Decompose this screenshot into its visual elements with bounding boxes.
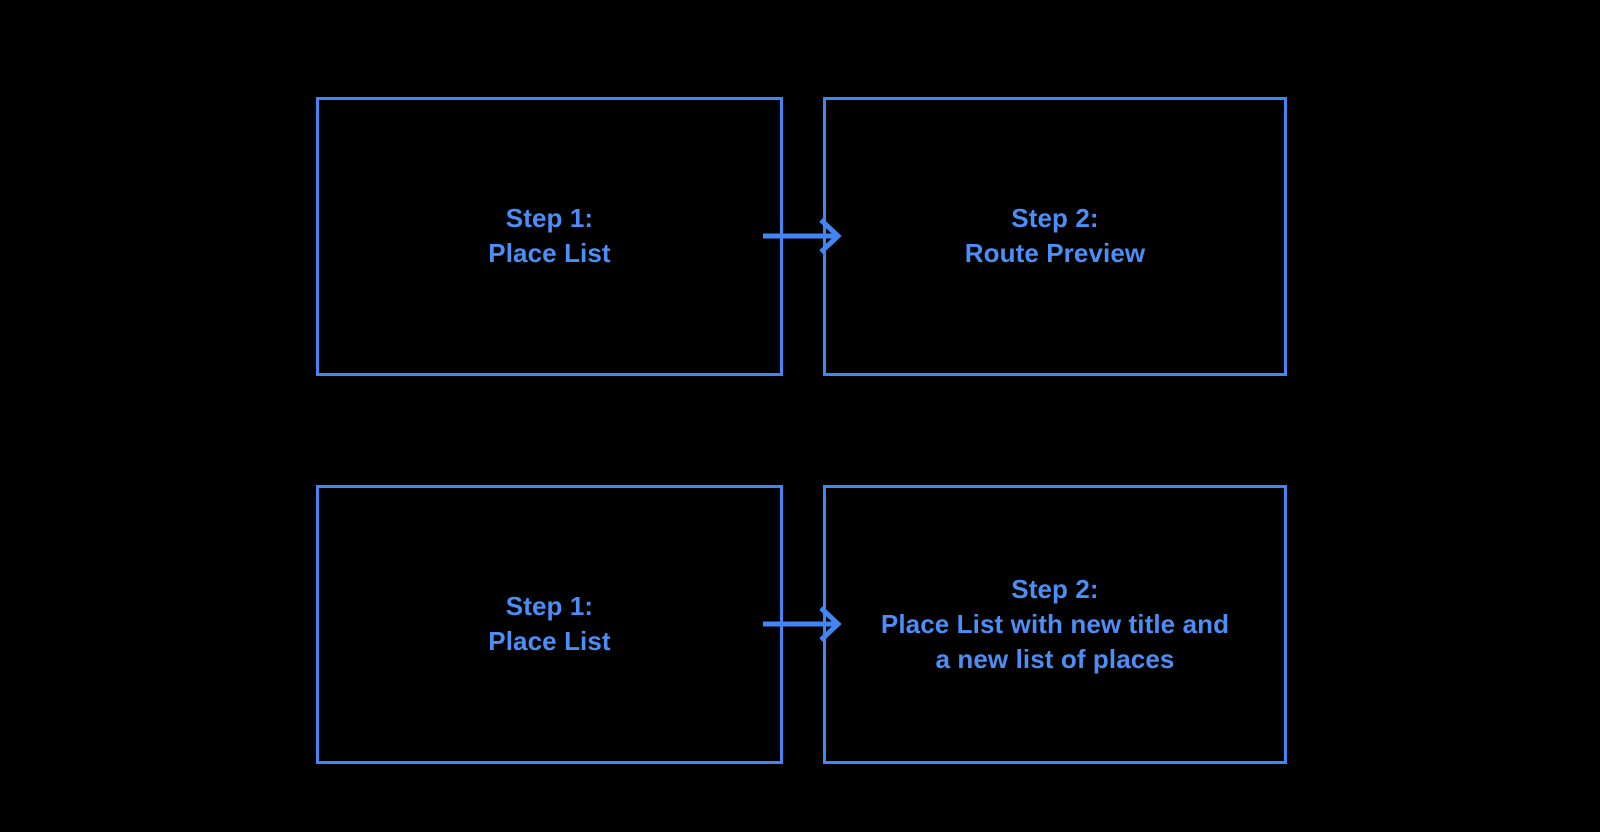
step-box-start-route-preview[interactable]: Step 1: Place List bbox=[316, 96, 783, 376]
flow-row-new-place-list: Step 1: Place List Step 2: Place List wi… bbox=[0, 484, 1600, 764]
flow-row-route-preview: Step 1: Place List Step 2: Route Preview bbox=[0, 96, 1600, 376]
step-box-label: Step 2: Place List with new title and a … bbox=[880, 573, 1230, 674]
arrow-right-icon bbox=[763, 604, 842, 644]
arrow-right-icon bbox=[763, 216, 842, 256]
step-box-label: Step 1: Place List bbox=[488, 203, 611, 268]
step-box-label: Step 1: Place List bbox=[488, 591, 611, 656]
step-box-start-new-place-list[interactable]: Step 1: Place List bbox=[316, 484, 783, 764]
step-box-end-route-preview[interactable]: Step 2: Route Preview bbox=[823, 96, 1287, 376]
step-box-label: Step 2: Route Preview bbox=[964, 203, 1146, 268]
step-box-end-new-place-list[interactable]: Step 2: Place List with new title and a … bbox=[823, 484, 1287, 764]
